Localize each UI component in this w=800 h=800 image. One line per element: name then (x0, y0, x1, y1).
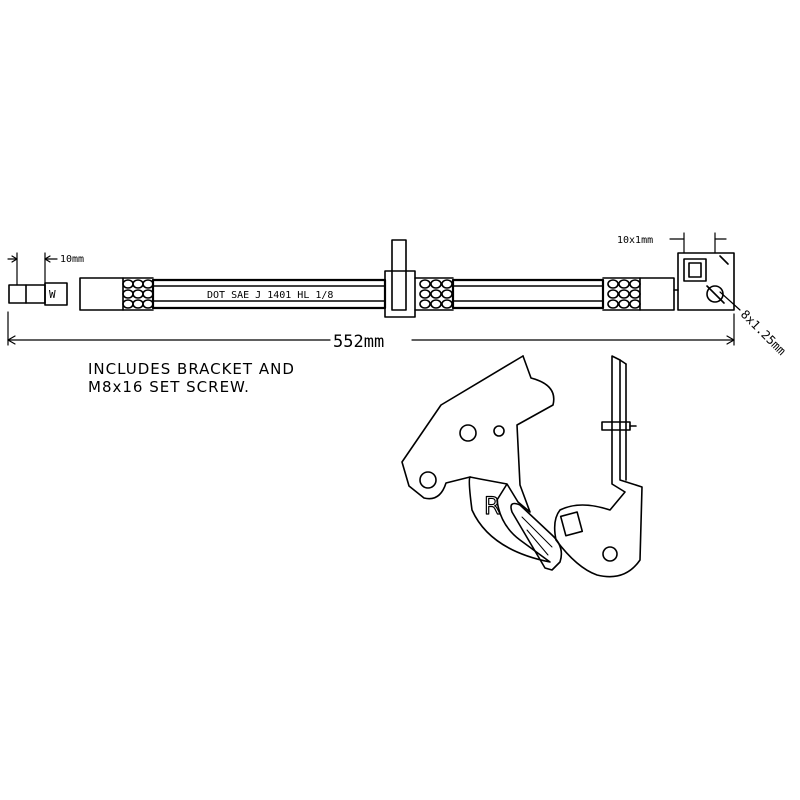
dim-thread-bolt: 8x1.25mm (738, 307, 789, 358)
brake-hose: W DOT SAE J 1401 HL 1/8 (8, 239, 735, 318)
center-sleeve (384, 270, 416, 318)
left-crimp-rings (122, 277, 154, 311)
plate-slot (559, 511, 584, 537)
left-ferrule (79, 277, 124, 311)
bracket-clip-tab (510, 502, 563, 571)
bracket-hole-large (459, 424, 477, 442)
fitting-mark: W (49, 288, 56, 301)
note-line-1: INCLUDES BRACKET AND (88, 360, 295, 378)
dim-overall-length: 552mm (333, 332, 384, 352)
bracket-side-letter: R (484, 492, 501, 520)
banjo-fitting (673, 252, 735, 311)
left-fitting-body (44, 282, 68, 306)
note-line-2: M8x16 SET SCREW. (88, 378, 250, 396)
mounting-bracket-plate (553, 355, 643, 578)
dim-fitting-length: 10mm (60, 254, 84, 265)
hose-section-right (451, 278, 605, 310)
center-crimp-rings (414, 277, 454, 311)
mounting-bracket (401, 355, 563, 571)
left-end-fitting (8, 284, 46, 304)
bracket-note: INCLUDES BRACKET AND M8x16 SET SCREW. (88, 360, 295, 396)
plate-hole (602, 546, 618, 562)
right-ferrule (639, 277, 675, 311)
hose-marking: DOT SAE J 1401 HL 1/8 (207, 290, 333, 301)
center-collar (391, 239, 407, 311)
right-crimp-rings (602, 277, 641, 311)
dimensions (7, 232, 741, 346)
bracket-hole-lower (419, 471, 437, 489)
dim-thread-small: 10x1mm (617, 235, 653, 246)
bracket-hole-small (493, 425, 505, 437)
